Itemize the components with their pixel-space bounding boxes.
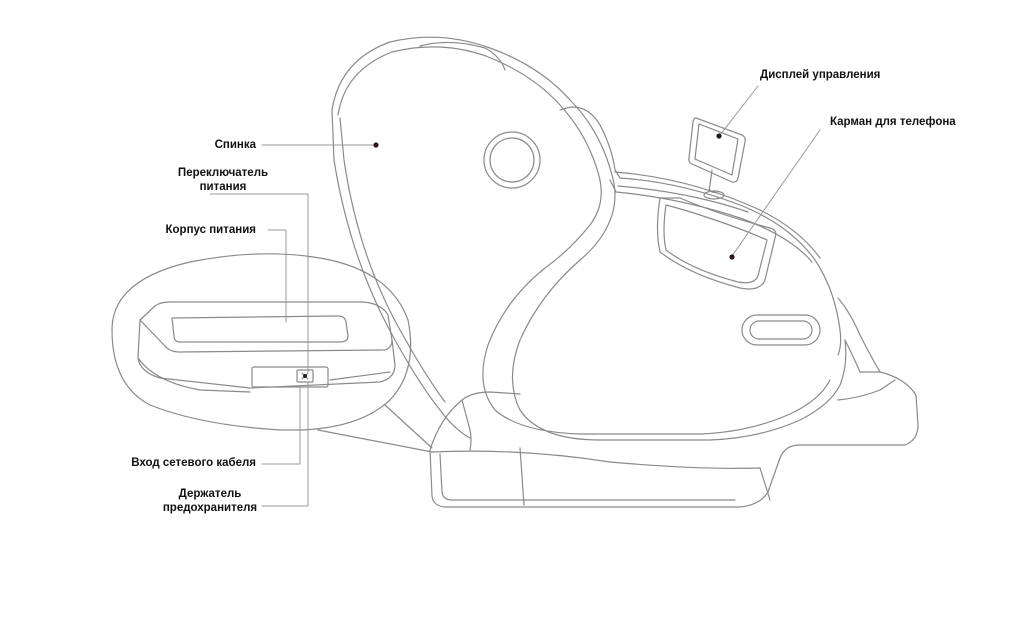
- leg-rest-base: [837, 379, 896, 401]
- power-housing-lower-2: [329, 371, 391, 381]
- label-power-cable-input: Вход сетевого кабеля: [131, 457, 256, 469]
- base-left-block-2: [461, 399, 472, 451]
- backrest-shell-outer: [331, 36, 847, 441]
- label-fuse-holder: Держатель предохранителя: [150, 487, 270, 515]
- leg-rest: [837, 297, 881, 373]
- power-housing-top: [139, 301, 393, 353]
- chair-base: [429, 371, 919, 508]
- control-display-mount: [703, 190, 725, 200]
- power-housing-lower: [137, 357, 251, 393]
- chair-base-top-edge: [431, 450, 761, 469]
- marker-backrest: [373, 142, 379, 148]
- leader-power-housing: [267, 229, 287, 323]
- zoom-ellipse: [111, 253, 412, 431]
- speaker-ring-outer: [483, 131, 541, 189]
- side-handle: [741, 314, 821, 346]
- backrest-side-panel: [331, 109, 471, 439]
- backrest-side-panel-inner: [339, 117, 446, 403]
- marker-power-switch: [303, 374, 307, 378]
- power-panel: [251, 366, 329, 388]
- control-display-frame: [694, 123, 739, 176]
- seat-armrest-2: [617, 185, 749, 213]
- leader-fuse: [261, 381, 309, 507]
- zoom-leader-2: [384, 404, 433, 449]
- power-housing-lid: [171, 315, 349, 343]
- leader-display: [719, 85, 759, 136]
- seat-body: [559, 106, 842, 356]
- marker-phone-pocket: [729, 254, 735, 260]
- label-backrest: Спинка: [214, 139, 256, 151]
- phone-pocket-inner: [663, 204, 768, 284]
- label-power-housing: Корпус питания: [165, 224, 256, 236]
- leader-phone-pocket: [731, 129, 821, 257]
- power-housing-front: [137, 319, 396, 389]
- label-control-display: Дисплей управления: [760, 69, 881, 81]
- speaker-ring-inner: [489, 137, 535, 183]
- chair-base-seam: [519, 447, 525, 506]
- label-power-switch-line2: питания: [199, 181, 247, 193]
- marker-display: [716, 133, 722, 139]
- zoom-leader-1: [317, 429, 433, 453]
- control-display-screen: [688, 117, 746, 183]
- phone-pocket: [656, 197, 777, 290]
- seat-armrest: [609, 179, 813, 263]
- backrest-shell-inner: [337, 46, 831, 435]
- chair-base-inner: [439, 453, 736, 501]
- label-power-switch-line1: Переключатель: [177, 167, 269, 179]
- side-handle-inner: [749, 320, 813, 340]
- leader-cable-input: [261, 386, 301, 465]
- power-switch-shape: [296, 369, 314, 383]
- leader-power-switch: [209, 193, 309, 373]
- control-display-stem: [708, 169, 719, 194]
- label-fuse-holder-line2: предохранителя: [162, 502, 258, 514]
- seat-top-edge: [614, 171, 821, 259]
- label-fuse-holder-line1: Держатель: [178, 488, 242, 500]
- label-power-switch: Переключатель питания: [158, 166, 288, 194]
- backrest-top-cap: [419, 41, 506, 71]
- label-phone-pocket: Карман для телефона: [830, 116, 956, 128]
- chair-base-seam-2: [759, 467, 771, 501]
